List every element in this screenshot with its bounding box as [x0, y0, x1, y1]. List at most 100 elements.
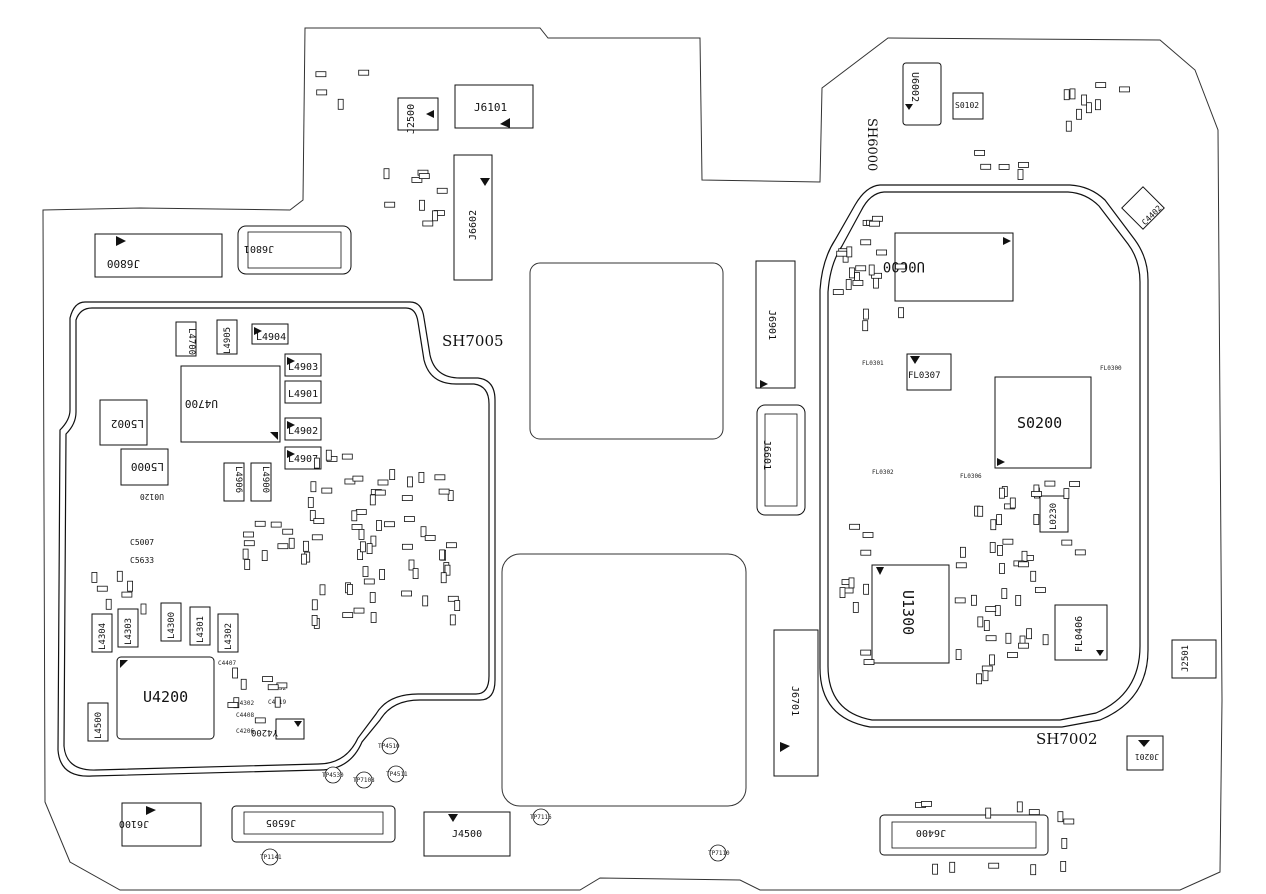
passive-pad — [1015, 595, 1022, 606]
passive-pad — [362, 566, 369, 577]
svg-text:L4700: L4700 — [186, 328, 196, 355]
passive-pad — [1095, 82, 1107, 88]
test-point-tp7110 — [709, 844, 727, 862]
svg-text:J0201: J0201 — [1135, 752, 1159, 761]
svg-text:U4200: U4200 — [143, 688, 188, 706]
passive-pad — [981, 665, 993, 672]
connector-j6100: J6100 — [119, 802, 202, 847]
inductor-l4900: L4900 — [250, 462, 272, 502]
label-c4206: C4408 — [236, 712, 254, 719]
svg-text:J6400: J6400 — [916, 827, 946, 838]
connector-j0201: J0201 — [1126, 735, 1164, 771]
passive-pad — [91, 572, 98, 583]
inductor-l4301: L4301 — [189, 606, 211, 646]
passive-pad — [1002, 538, 1014, 545]
inductor-l4907: L4907 — [284, 446, 322, 470]
svg-text:L4903: L4903 — [288, 362, 318, 373]
svg-text:J6602: J6602 — [468, 210, 479, 240]
inductor-l4303: L4303 — [117, 608, 139, 648]
inductor-l4700: L4700 — [175, 321, 197, 357]
label-fl0300: FL0300 — [1100, 365, 1122, 372]
label-tp4510: TP4510 — [378, 743, 400, 750]
passive-pad — [960, 546, 966, 558]
passive-pad — [401, 590, 413, 597]
label-c4407: C4206 — [236, 728, 254, 735]
connector-j4500: J4500 — [423, 811, 511, 857]
passive-pad — [1042, 634, 1049, 646]
test-point-tp7108 — [355, 771, 373, 789]
passive-pad — [1063, 488, 1070, 500]
passive-pad — [977, 505, 984, 517]
passive-pad — [262, 676, 273, 682]
passive-pad — [1061, 838, 1068, 849]
passive-pad — [869, 220, 880, 227]
passive-pad — [836, 250, 848, 257]
passive-pad — [355, 509, 367, 515]
passive-pad — [988, 862, 1000, 869]
svg-text:L0230: L0230 — [1049, 503, 1059, 530]
passive-pad — [1061, 539, 1073, 546]
passive-pad — [998, 163, 1010, 170]
passive-pad — [849, 267, 855, 279]
inductor-l5000: L5000 — [120, 448, 169, 486]
svg-text:J6800: J6800 — [107, 257, 140, 270]
svg-text:U4700: U4700 — [185, 397, 218, 410]
passive-pad — [369, 592, 376, 603]
passive-pad — [989, 654, 995, 666]
board-outline — [42, 27, 1223, 891]
passive-pad — [369, 494, 376, 506]
passive-pad — [261, 550, 268, 561]
passive-pad — [376, 520, 382, 531]
ic-u1300: U1300 — [871, 564, 950, 664]
passive-pad — [140, 603, 147, 615]
svg-text:J2501: J2501 — [1181, 645, 1191, 672]
passive-pad — [434, 474, 446, 481]
passive-pad — [1018, 161, 1029, 168]
passive-pad — [955, 562, 967, 569]
svg-text:J6701: J6701 — [789, 686, 800, 716]
label-c5633: C5007 — [130, 538, 154, 547]
inductor-l4300: L4300 — [160, 602, 182, 642]
connector-j6602: J6602 — [453, 154, 493, 281]
svg-text:U1300: U1300 — [899, 590, 917, 635]
inductor-l4906: L4906 — [223, 462, 245, 502]
label-fl0301: FL0301 — [862, 360, 884, 367]
svg-text:L4905: L4905 — [223, 327, 233, 354]
passive-pad — [363, 578, 375, 585]
passive-pad — [985, 807, 992, 819]
passive-pad — [839, 587, 846, 598]
inductor-l4904: L4904 — [251, 323, 289, 345]
passive-pad — [1018, 642, 1029, 649]
label-tp7108: TP7108 — [353, 777, 375, 784]
passive-pad — [366, 543, 373, 554]
passive-pad — [982, 670, 989, 682]
passive-pad — [848, 577, 855, 589]
passive-pad — [377, 479, 389, 486]
passive-pad — [1021, 550, 1028, 562]
passive-pad — [311, 534, 323, 541]
passive-pad — [873, 277, 879, 289]
svg-text:FL0307: FL0307 — [908, 371, 941, 381]
svg-text:J6901: J6901 — [766, 310, 777, 340]
test-point-tp7116 — [532, 808, 550, 826]
passive-pad — [860, 549, 872, 556]
passive-pad — [855, 265, 867, 272]
inductor-l4304: L4304 — [91, 613, 113, 653]
passive-pad — [1033, 514, 1040, 525]
passive-pad — [227, 702, 239, 708]
passive-pad — [370, 612, 377, 623]
passive-pad — [852, 602, 859, 613]
label-tp1141: TP1141 — [260, 854, 282, 861]
passive-pad — [1018, 561, 1029, 568]
passive-pad — [985, 606, 997, 612]
passive-pad — [121, 591, 133, 598]
passive-pad — [1119, 86, 1130, 93]
passive-pad — [895, 263, 906, 270]
passive-pad — [282, 528, 294, 535]
connector-j2500: J2500 — [397, 97, 439, 134]
passive-pad — [860, 649, 872, 656]
label-c4402: C4302 — [236, 700, 254, 707]
passive-pad — [999, 563, 1005, 574]
connector-j6901: J6901 — [755, 260, 796, 389]
svg-text:L4901: L4901 — [288, 389, 318, 400]
